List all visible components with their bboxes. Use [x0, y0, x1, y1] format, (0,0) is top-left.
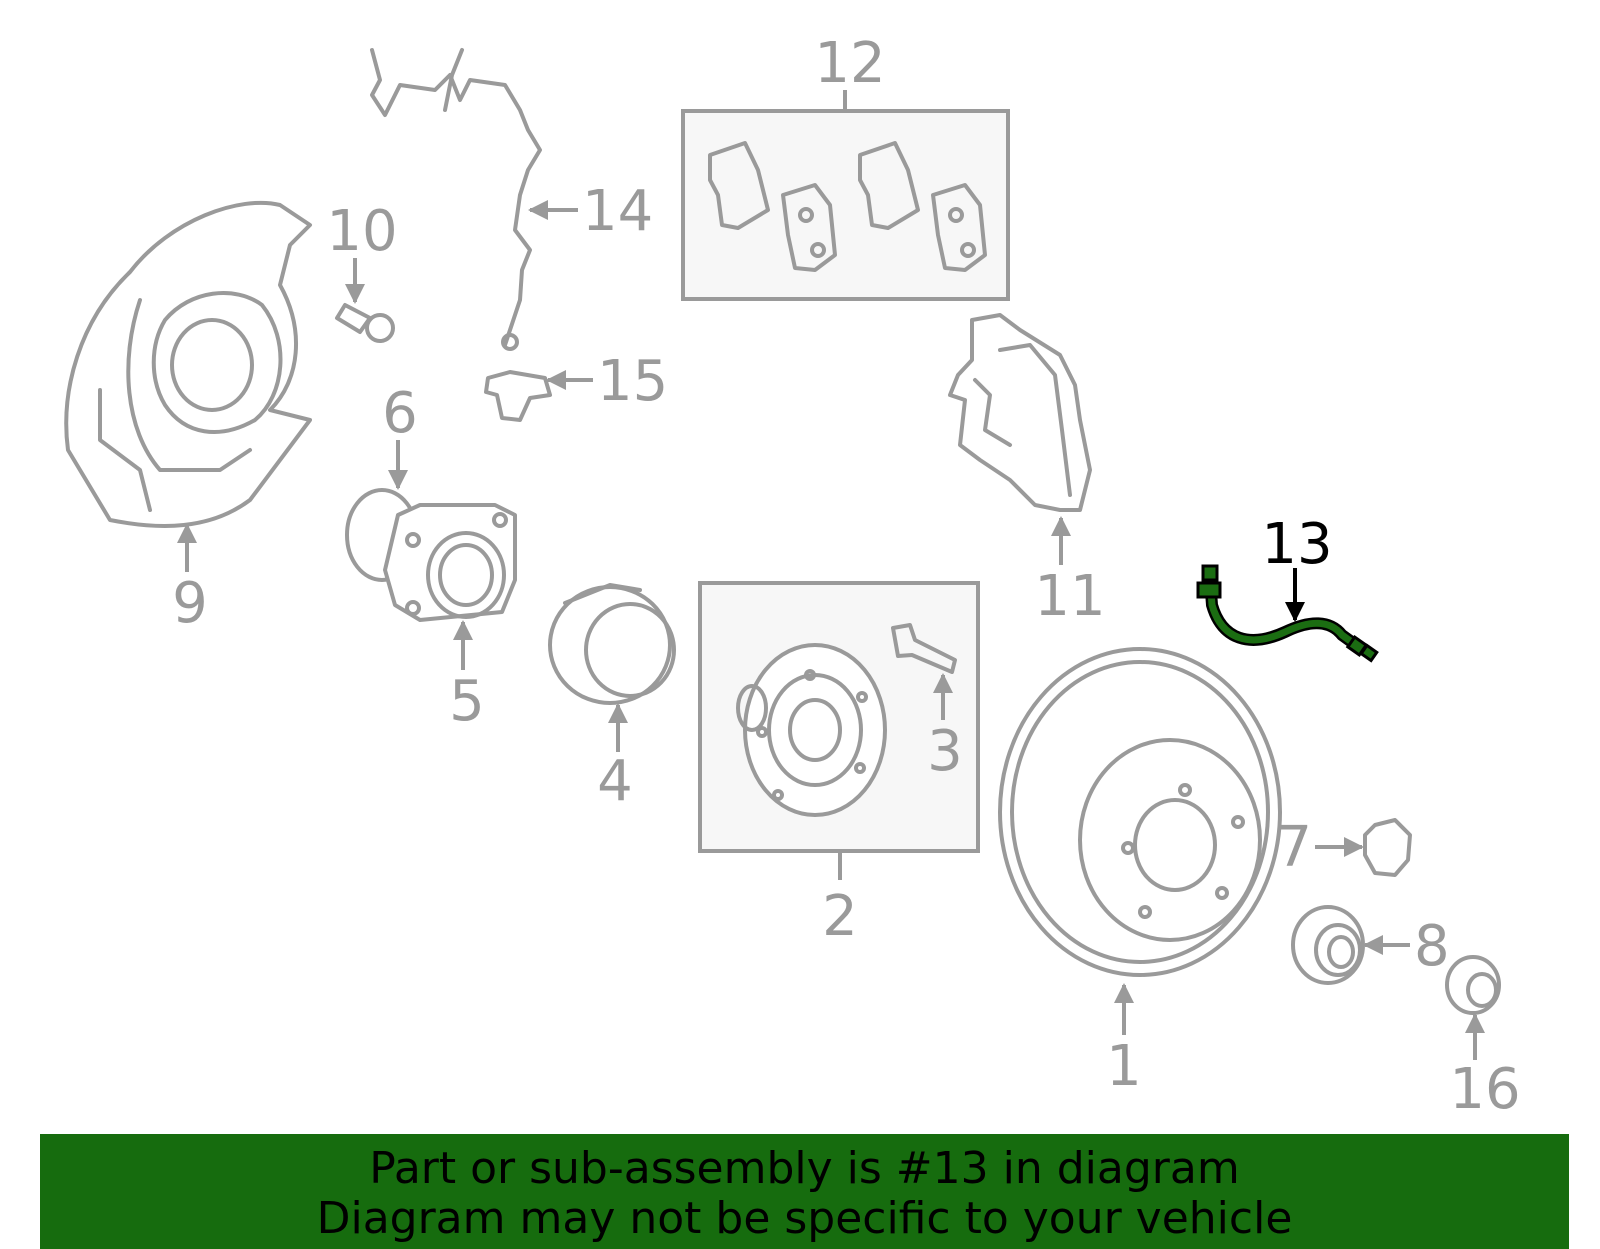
- callout-4: 4: [597, 749, 633, 814]
- hub-assembly[interactable]: [698, 581, 980, 880]
- dust-shield[interactable]: [64, 200, 312, 528]
- banner-line-disclaimer: Diagram may not be specific to your vehi…: [316, 1193, 1293, 1244]
- lug-nut-16[interactable]: [1445, 955, 1501, 1015]
- brake-pad-kit[interactable]: [681, 90, 1010, 301]
- callout-2: 2: [822, 884, 858, 949]
- callout-11: 11: [1034, 564, 1105, 629]
- lug-nut-7[interactable]: [1363, 818, 1412, 877]
- callout-10: 10: [326, 199, 397, 264]
- callout-16: 16: [1449, 1057, 1520, 1122]
- brake-rotor[interactable]: [998, 647, 1282, 977]
- callout-6: 6: [382, 381, 418, 446]
- abs-sensor-wire[interactable]: [370, 48, 542, 351]
- callout-12: 12: [814, 31, 885, 96]
- bearing-housing[interactable]: [383, 503, 517, 622]
- abs-sensor[interactable]: [484, 370, 552, 422]
- bolt-10[interactable]: [335, 303, 395, 343]
- bearing-seal[interactable]: [548, 583, 676, 705]
- callout-7: 7: [1276, 815, 1312, 880]
- callout-13: 13: [1261, 512, 1332, 577]
- callout-1: 1: [1106, 1034, 1142, 1099]
- callout-14: 14: [582, 179, 653, 244]
- callout-9: 9: [172, 571, 208, 636]
- callout-5: 5: [449, 669, 485, 734]
- wheel-bolt[interactable]: [891, 623, 957, 674]
- info-banner: Part or sub-assembly is #13 in diagram D…: [40, 1134, 1569, 1249]
- hub-cap[interactable]: [1291, 905, 1365, 985]
- brake-caliper[interactable]: [948, 313, 1092, 512]
- callout-15: 15: [597, 349, 668, 414]
- callout-3: 3: [927, 719, 963, 784]
- banner-line-part: Part or sub-assembly is #13 in diagram: [369, 1143, 1240, 1194]
- callout-8: 8: [1414, 914, 1450, 979]
- brake-hose-highlighted[interactable]: [1196, 564, 1379, 663]
